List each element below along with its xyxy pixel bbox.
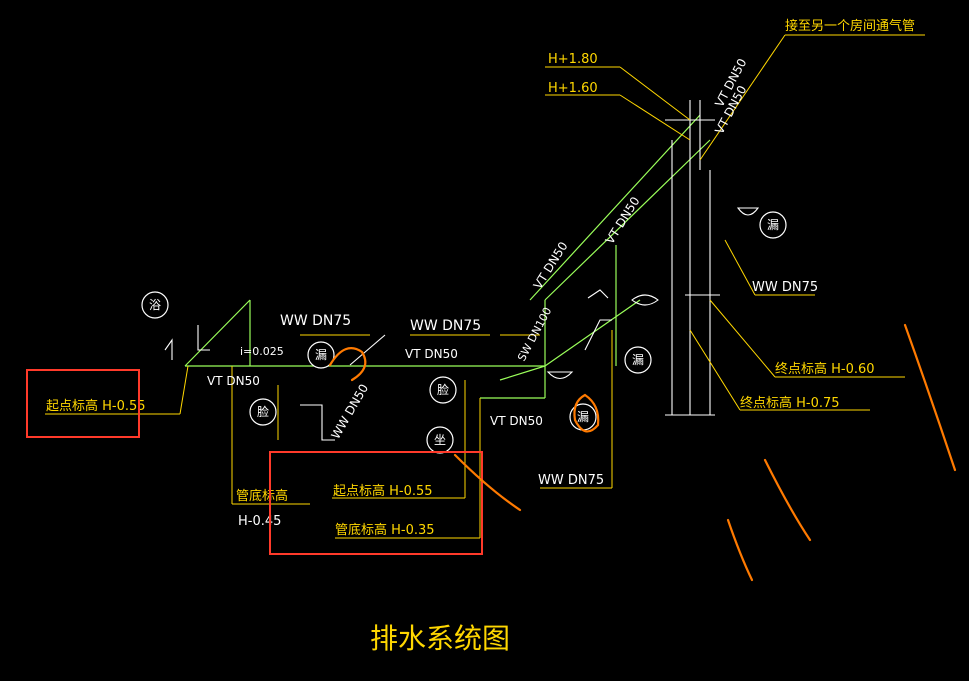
fixture-symbols bbox=[164, 207, 760, 441]
bath-trap-icon bbox=[164, 338, 173, 360]
pipe-label-ww-dn75-c: WW DN75 bbox=[752, 280, 818, 295]
pipe-bottom-left-value: H-0.45 bbox=[238, 514, 281, 529]
floor-drain-1-symbol bbox=[307, 341, 335, 369]
toilet-label: 坐 bbox=[434, 433, 446, 447]
start-elevation-left: 起点标高 H-0.55 bbox=[46, 398, 146, 414]
end-elevation-060: 终点标高 H-0.60 bbox=[775, 361, 875, 377]
pipe-label-vt-dn50-mid: VT DN50 bbox=[405, 347, 458, 361]
floor-drain-1-label: 漏 bbox=[315, 348, 327, 362]
markup-stroke-1 bbox=[453, 453, 522, 512]
pipe-label-vt-dn50-diag2: VT DN50 bbox=[603, 194, 643, 246]
floor-drain-3-label: 漏 bbox=[632, 353, 644, 367]
pipe-bottom-elevation-mid: 管底标高 H-0.35 bbox=[335, 522, 435, 538]
pipe-label-vt-dn50-diag1: VT DN50 bbox=[531, 239, 571, 291]
vertical-stack bbox=[665, 100, 720, 416]
floor-drain-4-symbol bbox=[759, 211, 787, 239]
top-note: 接至另一个房间通气管 bbox=[785, 18, 915, 34]
floor-drain-4-label: 漏 bbox=[767, 218, 779, 232]
leader-lines bbox=[45, 34, 925, 539]
markup-stroke-2 bbox=[903, 323, 957, 472]
pipe-label-vt-dn50-low: VT DN50 bbox=[490, 414, 543, 428]
markup-stroke-3 bbox=[763, 458, 812, 542]
pipe-label-ww-dn75-d: WW DN75 bbox=[538, 473, 604, 488]
basin-left-label: 脸 bbox=[257, 405, 269, 419]
bath-label: 浴 bbox=[149, 298, 161, 312]
pipe-bottom-left-label: 管底标高 bbox=[236, 488, 288, 504]
markup-stroke-4 bbox=[726, 518, 754, 582]
markup-circle-2 bbox=[573, 393, 600, 433]
floor-drain-3-symbol bbox=[624, 346, 652, 374]
elevation-h180: H+1.80 bbox=[548, 52, 598, 67]
floor-drain-right-icon bbox=[736, 207, 760, 216]
basin-mid-symbol bbox=[429, 376, 457, 404]
markup-boxes bbox=[26, 369, 483, 555]
slope-label: i=0.025 bbox=[240, 345, 284, 358]
pipe-label-ww-dn75-a: WW DN75 bbox=[280, 313, 351, 329]
diagram-title: 排水系统图 bbox=[370, 622, 510, 655]
pipe-label-vt-dn50-left: VT DN50 bbox=[207, 374, 260, 388]
markup-strokes bbox=[328, 323, 957, 582]
basin-mid-label: 脸 bbox=[437, 383, 449, 397]
pipe-label-ww-dn75-b: WW DN75 bbox=[410, 318, 481, 334]
basin-mid-icon bbox=[546, 371, 574, 380]
start-elevation-mid: 起点标高 H-0.55 bbox=[333, 483, 433, 499]
markup-circle-1 bbox=[328, 347, 367, 382]
basin-left-symbol bbox=[249, 398, 277, 426]
pipe-label-ww-dn50-diag: WW DN50 bbox=[328, 382, 371, 442]
bath-symbol bbox=[141, 291, 169, 319]
elevation-h160: H+1.60 bbox=[548, 81, 598, 96]
markup-box-left bbox=[26, 369, 140, 438]
floor-drain-top-icon bbox=[631, 294, 659, 306]
floor-drain-2-label: 漏 bbox=[577, 410, 589, 424]
pipe-label-sw-dn100: SW DN100 bbox=[515, 305, 554, 363]
end-elevation-075: 终点标高 H-0.75 bbox=[740, 395, 840, 411]
markup-box-mid bbox=[269, 451, 483, 555]
basin-left-trap-icon bbox=[300, 404, 335, 441]
